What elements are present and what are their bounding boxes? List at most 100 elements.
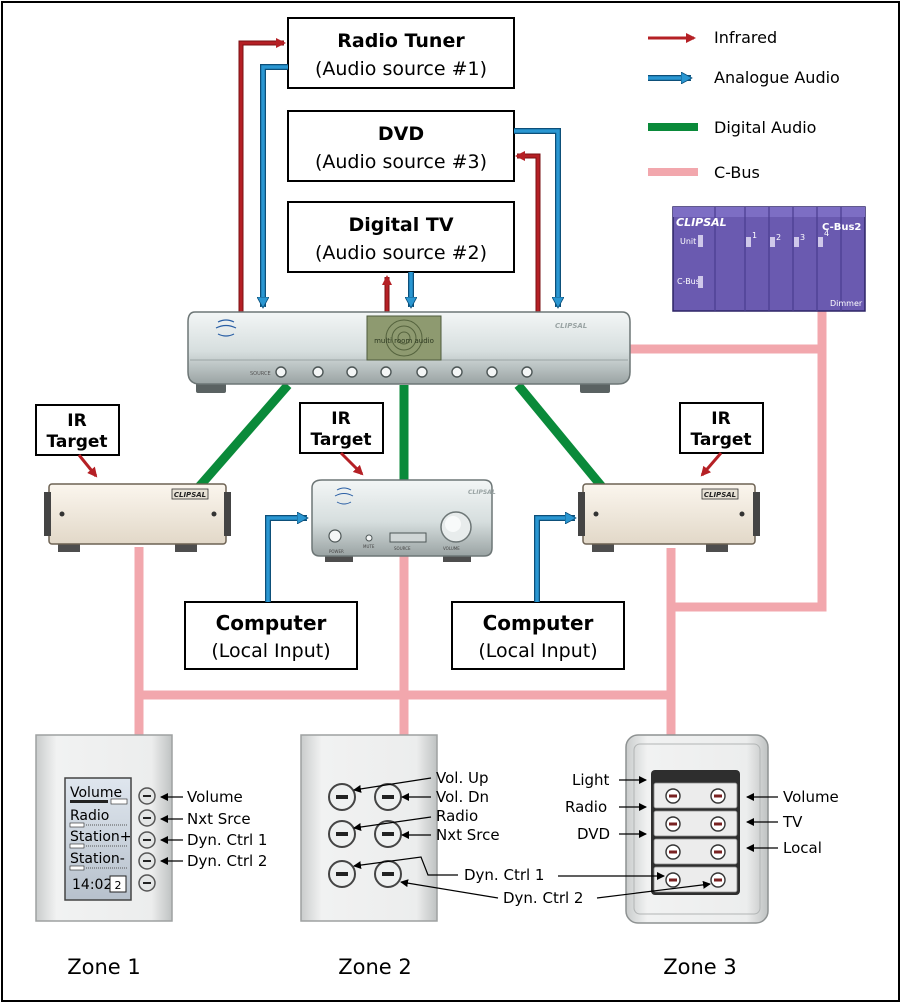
zone2-title: Zone 2 <box>338 955 412 979</box>
zone3-callouts <box>558 776 778 899</box>
digital-tv-box: Digital TV (Audio source #2) <box>287 201 515 273</box>
amp-center-volume-label: VOLUME <box>443 546 460 551</box>
zone2-label-radio: Radio <box>436 807 478 825</box>
computer-left-title: Computer <box>216 611 327 635</box>
zone3-label-light: Light <box>572 771 610 789</box>
ir-target-left-line2: Target <box>46 432 107 452</box>
hub-knob-icon <box>451 366 463 378</box>
dimmer-ch-1: 1 <box>752 231 757 240</box>
amp-left-brand: CLIPSAL <box>174 491 206 499</box>
computer-left-subtitle: (Local Input) <box>211 640 330 662</box>
dimmer-ch-4: 4 <box>824 229 829 238</box>
dvd-subtitle: (Audio source #3) <box>315 151 487 173</box>
hub-brand: CLIPSAL <box>555 322 587 330</box>
zone2-callouts <box>353 777 499 899</box>
zone3-buttons <box>665 788 726 888</box>
zone1-screen-row-4: Station- <box>70 851 125 867</box>
amplifier-right: CLIPSAL <box>578 483 760 552</box>
zone1-keypad: Volume Radio Station+ Station- 14:02 2 <box>35 734 173 922</box>
hub-knob-icon <box>486 366 498 378</box>
zone3-label-local: Local <box>783 839 822 857</box>
zone1-callouts <box>160 793 183 865</box>
hub-knob-label: SOURCE <box>250 371 271 377</box>
audio-matrix-hub: multi room audio CLIPSAL SOURCE <box>187 311 631 393</box>
legend-analogue-label: Analogue Audio <box>714 68 840 87</box>
zone2-label-nxt-srce: Nxt Srce <box>436 826 500 844</box>
zone2-label-vol-dn: Vol. Dn <box>436 788 489 806</box>
zone1-label-dyn-ctrl-2: Dyn. Ctrl 2 <box>187 852 267 870</box>
amp-center-logo-icon <box>334 487 354 505</box>
amp-center-mute-label: MUTE <box>363 544 375 549</box>
zone1-title: Zone 1 <box>67 955 141 979</box>
zone2-label-dyn-ctrl-1: Dyn. Ctrl 1 <box>464 866 544 884</box>
amp-right-brand: CLIPSAL <box>704 491 736 499</box>
zone1-label-nxt-srce: Nxt Srce <box>187 810 251 828</box>
zone3-label-volume: Volume <box>783 788 839 806</box>
dimmer-cbus-label: C-Bus <box>677 277 700 286</box>
digital-tv-subtitle: (Audio source #2) <box>315 242 487 264</box>
zone1-label-volume: Volume <box>187 788 243 806</box>
zone2-label-vol-up: Vol. Up <box>436 769 488 787</box>
computer-left: Computer (Local Input) <box>184 601 358 670</box>
dimmer-ch-3: 3 <box>800 233 805 242</box>
zone3-label-tv: TV <box>782 813 803 831</box>
ir-target-center-line2: Target <box>310 430 371 450</box>
legend-infrared-label: Infrared <box>714 28 777 47</box>
ir-target-center: IR Target <box>299 402 384 454</box>
zone1-screen-page: 2 <box>115 879 122 892</box>
dimmer-unit-label: Unit <box>680 237 696 246</box>
amplifier-center: POWER MUTE SOURCE VOLUME CLIPSAL <box>311 479 496 562</box>
digital-audio-lines <box>194 382 607 491</box>
dimmer-brand: CLIPSAL <box>676 216 727 229</box>
hub-knob-icon <box>380 366 392 378</box>
dimmer-ch-2: 2 <box>776 233 781 242</box>
cbus-lines <box>134 297 827 735</box>
zone3-keypad <box>625 734 769 924</box>
dvd-box: DVD (Audio source #3) <box>287 110 515 182</box>
amplifier-left: CLIPSAL <box>44 483 231 552</box>
zone3-title: Zone 3 <box>663 955 737 979</box>
zone3-label-radio: Radio <box>565 798 607 816</box>
ir-target-right-line1: IR <box>711 409 730 429</box>
digital-tv-title: Digital TV <box>348 214 453 236</box>
analogue-audio-lines <box>263 64 558 307</box>
hub-display-text: multi room audio <box>374 337 434 345</box>
hub-knob-icon <box>275 366 287 378</box>
computer-right: Computer (Local Input) <box>451 601 625 670</box>
hub-knob-icon <box>521 366 533 378</box>
legend: Infrared Analogue Audio Digital Audio C-… <box>648 28 840 182</box>
zone3-label-dvd: DVD <box>577 825 610 843</box>
hub-knob-icon <box>346 366 358 378</box>
zone1-screen-row-3: Station+ <box>70 829 132 845</box>
zone1-buttons <box>138 787 156 892</box>
legend-cbus-label: C-Bus <box>714 163 760 182</box>
amp-center-power-label: POWER <box>329 549 344 554</box>
ir-target-center-line1: IR <box>331 409 350 429</box>
cbus-dimmer-module: CLIPSAL C-Bus2 Unit C-Bus 1 2 3 4 Dimmer <box>672 206 866 312</box>
radio-tuner-box: Radio Tuner (Audio source #1) <box>287 17 515 89</box>
ir-target-left: IR Target <box>35 404 120 456</box>
amp-center-source-label: SOURCE <box>394 546 411 551</box>
zone2-buttons <box>328 783 402 888</box>
hub-knob-icon <box>312 366 324 378</box>
zone2-label-dyn-ctrl-2: Dyn. Ctrl 2 <box>503 889 583 907</box>
amp-center-brand: CLIPSAL <box>468 489 496 496</box>
infrared-lines <box>238 38 541 312</box>
computer-right-title: Computer <box>483 611 594 635</box>
computer-right-subtitle: (Local Input) <box>478 640 597 662</box>
legend-digital-label: Digital Audio <box>714 118 816 137</box>
zone1-screen-time: 14:02 <box>72 877 112 893</box>
zone1-screen-row-2: Radio <box>70 808 109 824</box>
zone2-keypad <box>300 734 438 922</box>
hub-knobs <box>275 366 533 378</box>
dimmer-type: Dimmer <box>830 299 863 308</box>
ir-target-left-line1: IR <box>67 411 86 431</box>
ir-target-arrows <box>77 451 723 478</box>
ir-target-right: IR Target <box>679 402 764 454</box>
radio-tuner-subtitle: (Audio source #1) <box>315 58 487 80</box>
ir-target-right-line2: Target <box>690 430 751 450</box>
dimmer-model: C-Bus2 <box>822 222 861 233</box>
